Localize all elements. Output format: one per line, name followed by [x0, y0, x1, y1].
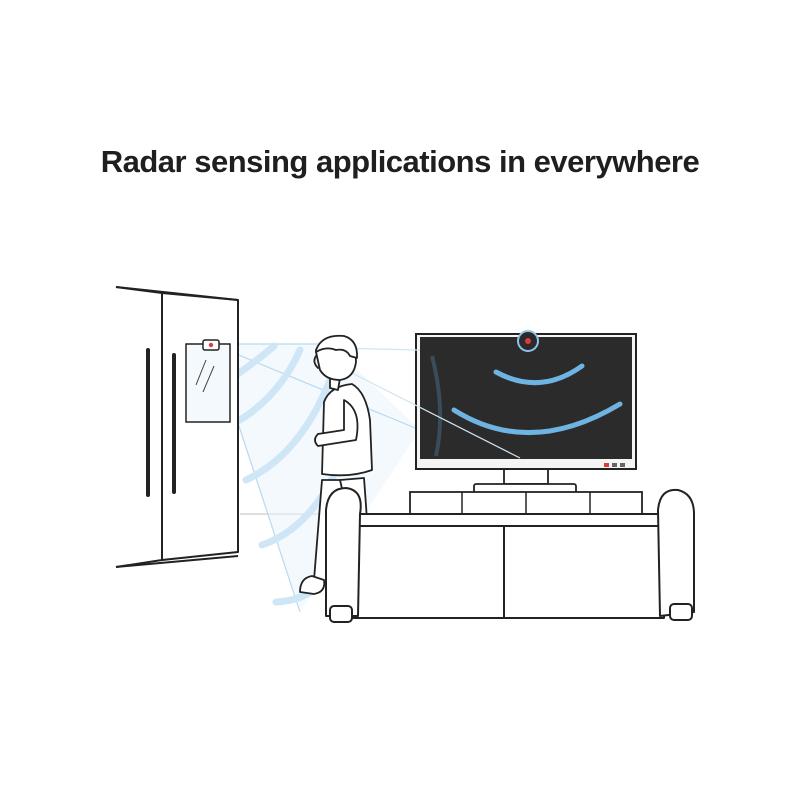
tv-radar-wave-inner	[493, 363, 585, 386]
sofa	[325, 487, 695, 623]
radar-sensor-icon	[517, 330, 539, 352]
tv-radar-wave-outer	[451, 401, 623, 435]
tv-stand	[409, 467, 643, 515]
sofa-left-foot	[329, 605, 353, 623]
refrigerator	[115, 286, 239, 568]
person-arm	[314, 399, 359, 447]
sofa-left-arm	[325, 487, 362, 617]
page-title: Radar sensing applications in everywhere	[100, 144, 700, 179]
sofa-right-foot	[669, 603, 693, 621]
tv-screen	[420, 337, 632, 459]
sofa-right-arm	[657, 488, 695, 617]
television	[415, 330, 637, 470]
tv-control-icons	[604, 463, 625, 467]
person-hair	[315, 334, 358, 359]
sofa-left-seat	[351, 525, 505, 619]
fridge-base	[115, 555, 239, 568]
sofa-right-seat	[503, 525, 665, 619]
person-shoe	[299, 575, 326, 595]
radar-sensor-icon	[202, 339, 220, 351]
fridge-display-panel	[185, 343, 231, 423]
